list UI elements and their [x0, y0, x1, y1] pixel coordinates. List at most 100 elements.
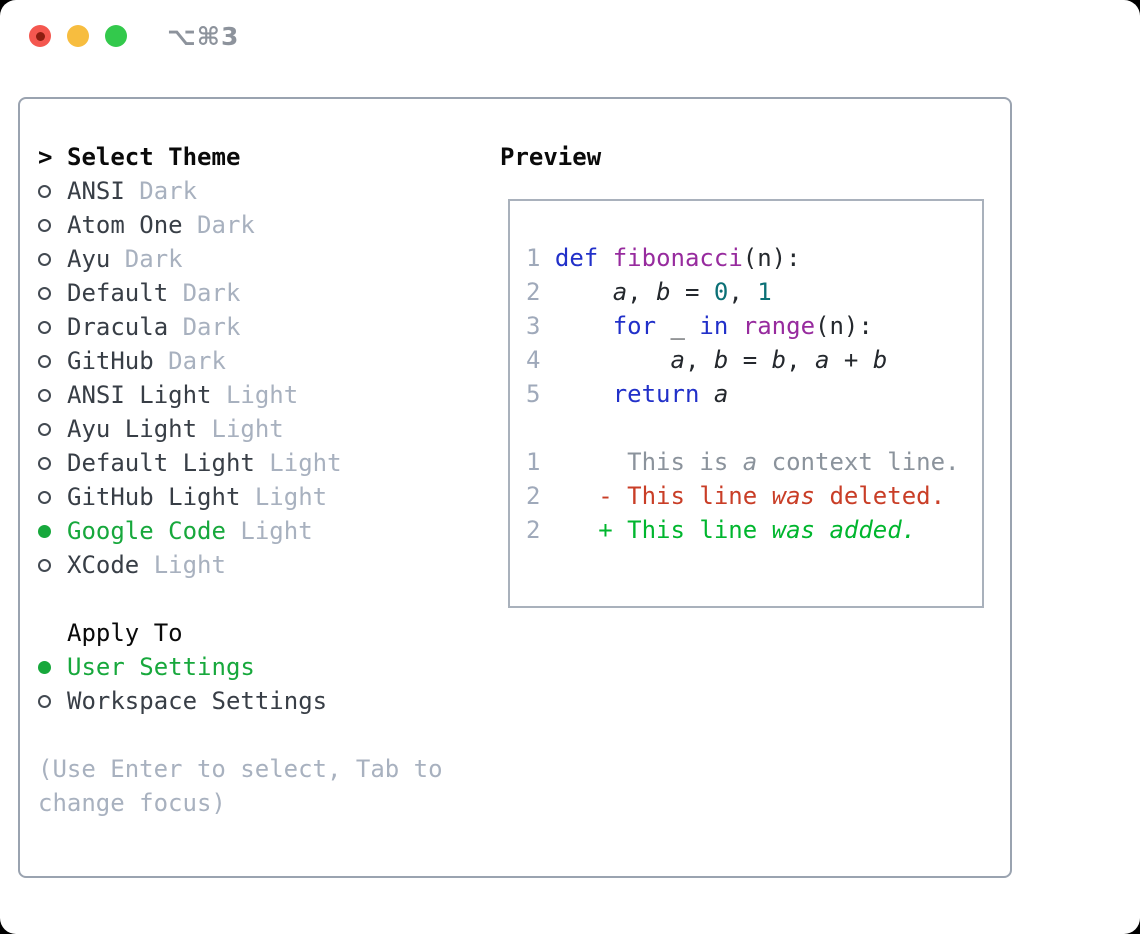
code-segment: +	[829, 346, 873, 374]
code-segment: ,	[728, 278, 758, 306]
radio-icon	[38, 252, 51, 266]
theme-list: ANSI Dark Atom One Dark Ayu Dark Default…	[38, 174, 443, 582]
theme-option-xcode[interactable]: XCode Light	[38, 548, 443, 582]
code-segment: was	[771, 482, 815, 510]
code-segment: 0	[713, 278, 729, 306]
code-segment: ,	[786, 346, 816, 374]
close-button[interactable]	[29, 25, 51, 47]
code-line: 2 + This line was added.	[526, 513, 960, 547]
code-segment	[540, 312, 612, 340]
apply-option-label: User Settings	[67, 653, 255, 681]
code-segment: in	[699, 312, 729, 340]
apply-to-header: Apply To	[38, 616, 443, 650]
radio-icon	[38, 694, 51, 708]
code-segment: 1	[757, 278, 772, 306]
code-segment: fibonacci	[612, 244, 743, 272]
variant-tag: Light	[197, 415, 284, 443]
radio-icon	[38, 388, 51, 402]
radio-icon	[38, 218, 51, 232]
zoom-button[interactable]	[105, 25, 127, 47]
code-segment: (n):	[742, 244, 801, 272]
code-segment: - This line	[598, 482, 772, 510]
code-line: 3 for _ in range(n):	[526, 309, 960, 343]
apply-option-user-settings[interactable]: User Settings	[38, 650, 443, 684]
line-number: 2	[526, 516, 541, 544]
theme-option-github[interactable]: GitHub Dark	[38, 344, 443, 378]
theme-option-google-code[interactable]: Google Code Light	[38, 514, 443, 548]
chevron-right-icon: >	[38, 143, 53, 171]
spacer	[38, 718, 443, 752]
code-segment	[540, 482, 598, 510]
code-segment: a	[815, 346, 830, 374]
variant-tag: Dark	[153, 347, 226, 375]
radio-icon	[38, 422, 51, 436]
code-line: 1 def fibonacci(n):	[526, 241, 960, 275]
code-segment: a	[713, 380, 729, 408]
theme-option-default-light[interactable]: Default Light Light	[38, 446, 443, 480]
code-segment: a	[742, 448, 758, 476]
code-line: 4 a, b = b, a + b	[526, 343, 960, 377]
help-text-line-2: change focus)	[38, 789, 226, 817]
preview-header: Preview	[500, 143, 602, 171]
theme-option-dracula[interactable]: Dracula Dark	[38, 310, 443, 344]
theme-option-label: ANSI Light	[67, 381, 212, 409]
theme-option-label: Google Code	[67, 517, 226, 545]
apply-option-label: Workspace Settings	[67, 687, 328, 715]
radio-icon	[38, 354, 51, 368]
code-segment: def	[554, 244, 599, 272]
code-segment: return	[612, 380, 700, 408]
code-segment: b	[656, 278, 671, 306]
code-segment: a	[612, 278, 628, 306]
select-theme-header: > Select Theme	[38, 140, 443, 174]
apply-option-workspace-settings[interactable]: Workspace Settings	[38, 684, 443, 718]
line-number: 2	[526, 482, 541, 510]
code-segment: This is	[627, 448, 743, 476]
theme-option-ayu-light[interactable]: Ayu Light Light	[38, 412, 443, 446]
theme-option-ayu[interactable]: Ayu Dark	[38, 242, 443, 276]
theme-option-default[interactable]: Default Dark	[38, 276, 443, 310]
variant-tag: Light	[211, 381, 299, 409]
theme-option-ansi-light[interactable]: ANSI Light Light	[38, 378, 443, 412]
spacer	[38, 582, 443, 616]
preview-panel	[508, 199, 984, 608]
code-segment: =	[670, 278, 714, 306]
variant-tag: Dark	[110, 245, 183, 273]
theme-option-ansi[interactable]: ANSI Dark	[38, 174, 443, 208]
line-number: 5	[526, 380, 541, 408]
code-segment	[540, 244, 554, 272]
line-number: 1	[526, 244, 541, 272]
code-segment: (n):	[815, 312, 873, 340]
theme-option-github-light[interactable]: GitHub Light Light	[38, 480, 443, 514]
variant-tag: Dark	[182, 211, 255, 239]
blank-line	[526, 411, 960, 445]
edited-dot-icon	[35, 31, 45, 41]
code-segment: =	[728, 346, 772, 374]
code-segment: was	[771, 516, 815, 544]
theme-option-atom-one[interactable]: Atom One Dark	[38, 208, 443, 242]
radio-icon	[38, 286, 51, 300]
select-theme-header-label: Select Theme	[67, 143, 241, 171]
apply-to-list: User Settings Workspace Settings	[38, 650, 443, 718]
radio-icon	[38, 456, 51, 470]
radio-icon	[38, 490, 51, 504]
variant-tag: Dark	[168, 279, 241, 307]
line-number: 4	[526, 346, 541, 374]
code-segment: b	[872, 346, 888, 374]
code-segment	[540, 278, 612, 306]
code-segment: context line.	[757, 448, 960, 476]
code-segment	[540, 346, 670, 374]
code-segment	[815, 516, 829, 544]
code-line: 1 This is a context line.	[526, 445, 960, 479]
radio-icon	[38, 558, 51, 572]
theme-option-label: GitHub Light	[67, 483, 241, 511]
minimize-button[interactable]	[67, 25, 89, 47]
variant-tag: Light	[240, 483, 328, 511]
radio-selected-icon	[38, 660, 51, 674]
code-segment: ,	[627, 278, 657, 306]
code-segment	[598, 244, 612, 272]
code-segment: b	[771, 346, 787, 374]
code-segment: range	[742, 312, 816, 340]
theme-option-label: Default	[67, 279, 169, 307]
